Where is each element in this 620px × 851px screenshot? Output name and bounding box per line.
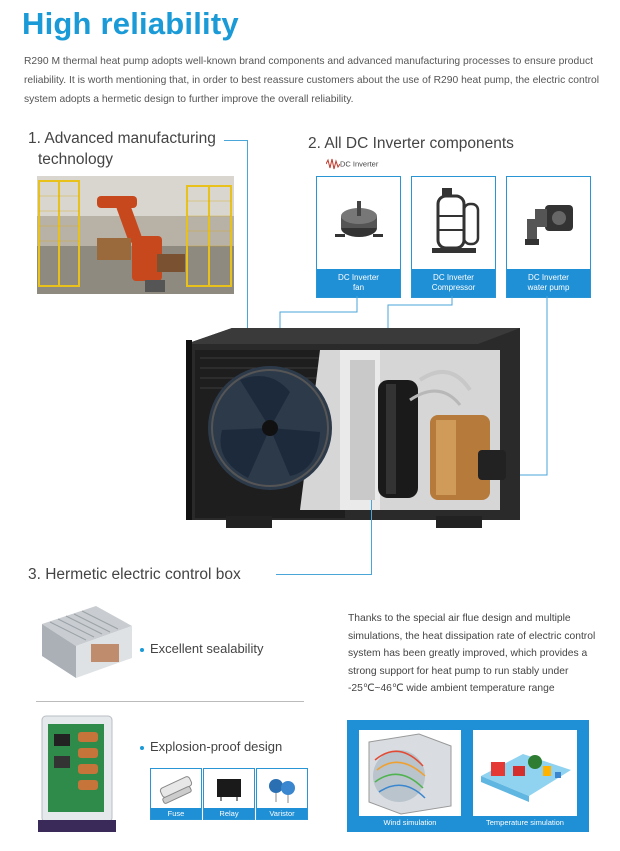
page-title: High reliability	[22, 6, 239, 41]
connector-line	[247, 140, 248, 328]
fuse-icon	[151, 769, 201, 808]
compressor-icon	[412, 177, 495, 269]
feature-explosion-proof: Explosion-proof design	[150, 739, 283, 754]
part-label: Relay	[204, 808, 254, 819]
component-label: DC Inverter fan	[317, 269, 400, 297]
wind-simulation-image	[359, 730, 461, 816]
bullet-dot	[140, 746, 144, 750]
feature-sealability: Excellent sealability	[150, 641, 264, 656]
section3-title: 3. Hermetic electric control box	[28, 566, 241, 583]
fan-motor-icon	[317, 177, 400, 269]
simulation-panel: Wind simulation Temperature simulation	[347, 720, 589, 832]
control-box-image	[36, 602, 136, 682]
water-pump-icon	[507, 177, 590, 269]
simulation-description: Thanks to the special air flue design an…	[348, 613, 596, 694]
temperature-simulation-label: Temperature simulation	[486, 818, 564, 827]
waveform-icon	[325, 158, 341, 169]
temperature-simulation-image	[473, 730, 577, 816]
varistor-icon	[257, 769, 307, 808]
wind-simulation-label: Wind simulation	[383, 818, 437, 827]
connector-line	[371, 500, 372, 575]
part-card-varistor: Varistor	[256, 768, 308, 820]
connector-line	[224, 140, 248, 141]
component-label: DC Inverter water pump	[507, 269, 590, 297]
connector-line	[276, 574, 372, 575]
bullet-dot	[140, 648, 144, 652]
component-label: DC Inverter Compressor	[412, 269, 495, 297]
pcb-image	[38, 712, 128, 836]
heat-pump-illustration	[186, 296, 548, 528]
factory-photo	[37, 176, 234, 294]
section1-title: 1. Advanced manufacturing technology	[28, 130, 216, 168]
part-label: Fuse	[151, 808, 201, 819]
component-card-fan: DC Inverter fan	[316, 176, 401, 298]
section2-title: 2. All DC Inverter components	[308, 135, 514, 152]
divider	[36, 701, 304, 702]
dc-inverter-logo: DC Inverter	[325, 155, 378, 173]
component-card-water-pump: DC Inverter water pump	[506, 176, 591, 298]
part-card-relay: Relay	[203, 768, 255, 820]
part-label: Varistor	[257, 808, 307, 819]
intro-paragraph: R290 M thermal heat pump adopts well-kno…	[24, 56, 600, 105]
part-card-fuse: Fuse	[150, 768, 202, 820]
relay-icon	[204, 769, 254, 808]
component-card-compressor: DC Inverter Compressor	[411, 176, 496, 298]
